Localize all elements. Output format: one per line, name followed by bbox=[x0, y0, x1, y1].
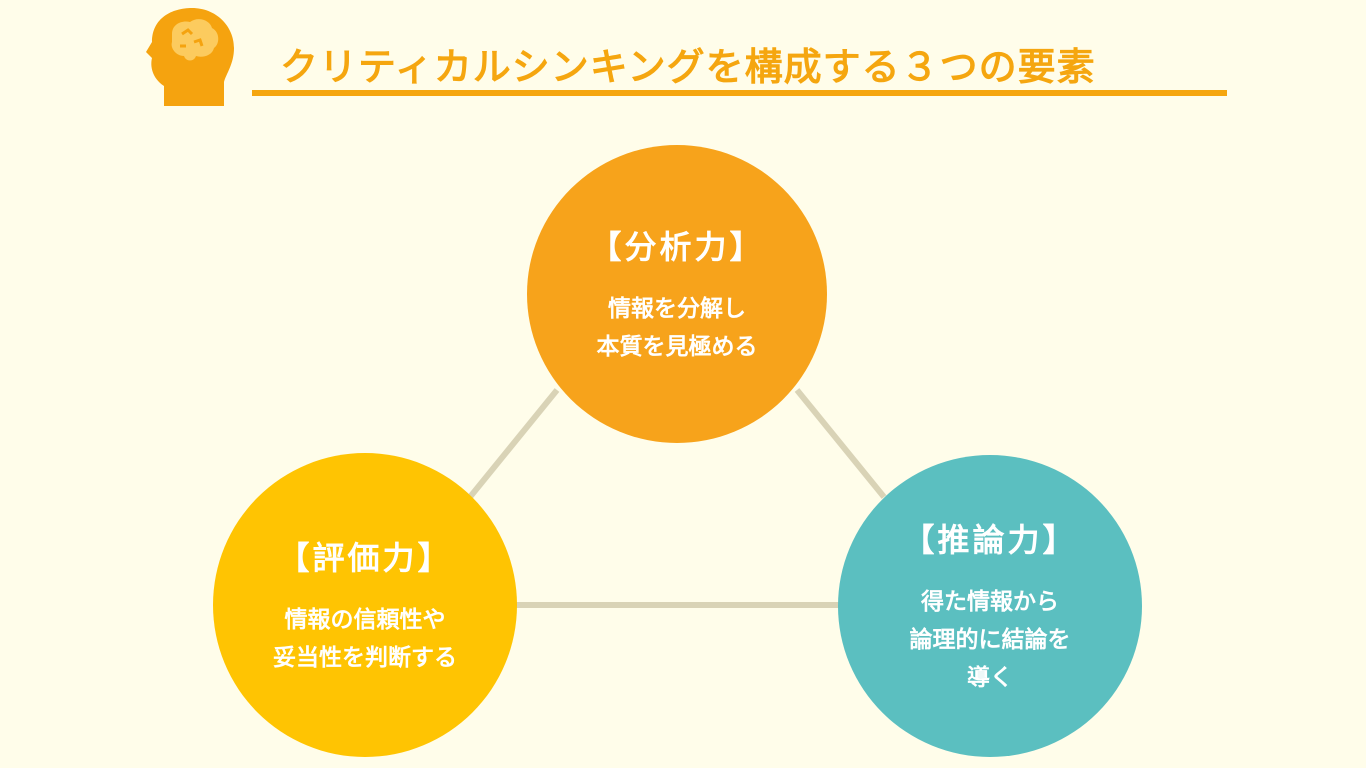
inference-line-3: 導く bbox=[967, 665, 1013, 691]
page-title: クリティカルシンキングを構成する３つの要素 bbox=[280, 45, 1096, 89]
brain-head-icon bbox=[146, 6, 238, 114]
connector-top-right bbox=[794, 388, 887, 499]
inference-line-1: 得た情報から bbox=[921, 589, 1059, 615]
analysis-circle: 【分析力】 情報を分解し 本質を見極める bbox=[527, 145, 827, 443]
evaluation-line-2: 妥当性を判断する bbox=[273, 645, 457, 671]
inference-circle: 【推論力】 得た情報から 論理的に結論を 導く bbox=[838, 455, 1142, 757]
inference-title: 【推論力】 bbox=[902, 521, 1078, 559]
analysis-title: 【分析力】 bbox=[589, 228, 765, 266]
connector-top-left bbox=[467, 388, 560, 499]
analysis-line-1: 情報を分解し bbox=[608, 296, 746, 322]
inference-line-2: 論理的に結論を bbox=[909, 627, 1071, 653]
evaluation-title: 【評価力】 bbox=[277, 539, 453, 577]
evaluation-circle: 【評価力】 情報の信頼性や 妥当性を判断する bbox=[213, 453, 517, 757]
analysis-line-2: 本質を見極める bbox=[596, 334, 758, 360]
title-underline bbox=[252, 90, 1227, 96]
evaluation-line-1: 情報の信頼性や bbox=[284, 607, 446, 633]
